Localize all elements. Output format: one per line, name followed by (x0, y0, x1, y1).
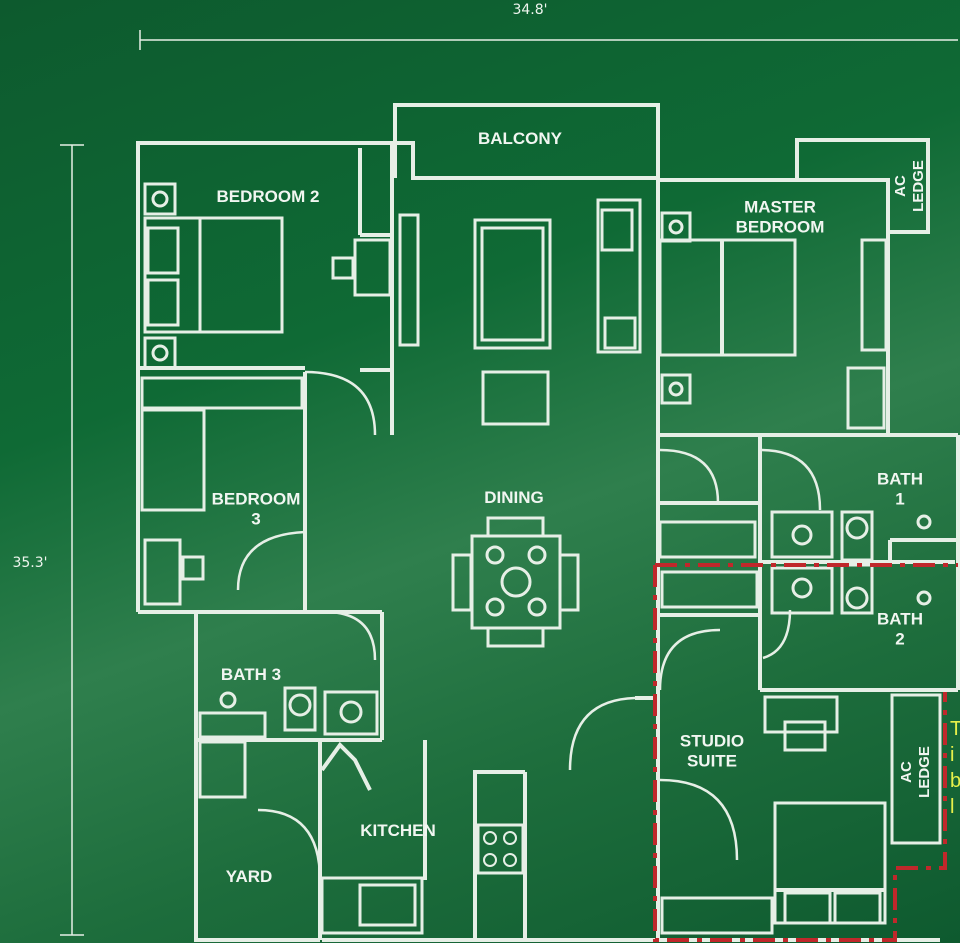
dining-set (451, 516, 580, 648)
room-label-studio-suite: STUDIO SUITE (679, 731, 745, 771)
studio-walls (635, 435, 942, 940)
room-label-ac-ledge-top: AC LEDGE (892, 160, 927, 212)
door-arcs (236, 370, 822, 881)
bedroom2-bed (143, 182, 392, 370)
room-label-master-bedroom: MASTER BEDROOM (735, 197, 825, 237)
width-dimension-line (139, 30, 958, 50)
room-label-balcony: BALCONY (477, 128, 563, 148)
height-dimension-line (60, 144, 84, 936)
bath3-walls (196, 610, 384, 742)
outer-walls (136, 141, 940, 942)
width-dimension-label: 34.8' (512, 2, 548, 18)
room-label-dining: DINING (484, 487, 544, 507)
room-label-ac-ledge-bottom: AC LEDGE (898, 746, 933, 798)
room-label-bedroom3: BEDROOM 3 (211, 489, 301, 529)
yard-kitchen-walls (198, 740, 527, 940)
room-label-bath2: BATH 2 (877, 609, 923, 649)
living-furniture (398, 198, 642, 426)
room-label-bedroom2: BEDROOM 2 (216, 186, 320, 206)
room-label-kitchen: KITCHEN (360, 820, 436, 840)
side-note: T i b l (950, 718, 960, 818)
ac-ledge-top-outline (795, 138, 930, 234)
room-label-bath3: BATH 3 (220, 664, 282, 684)
height-dimension-label: 35.3' (12, 555, 48, 571)
room-label-bath1: BATH 1 (877, 469, 923, 509)
room-label-yard: YARD (225, 866, 273, 886)
studio-suite-highlight (653, 563, 958, 942)
